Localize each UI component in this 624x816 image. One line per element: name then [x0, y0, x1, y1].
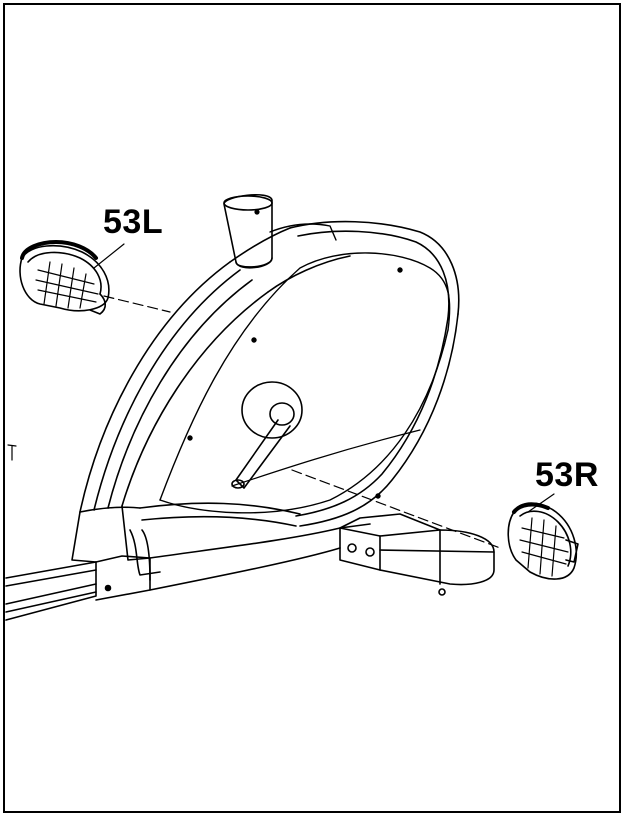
left-pedal — [19, 240, 110, 315]
side-cover-panel — [159, 252, 451, 514]
leader-lines — [93, 243, 555, 549]
right-pedal — [507, 502, 579, 580]
crank-hub — [231, 381, 421, 489]
page-border — [3, 3, 621, 813]
seat-post — [223, 194, 337, 269]
base-frame-rail — [5, 444, 151, 621]
callout-53l-label: 53L — [103, 203, 164, 241]
callout-53r-label: 53R — [535, 456, 599, 494]
upright-frame — [71, 220, 460, 581]
front-stabilizer — [149, 513, 495, 596]
